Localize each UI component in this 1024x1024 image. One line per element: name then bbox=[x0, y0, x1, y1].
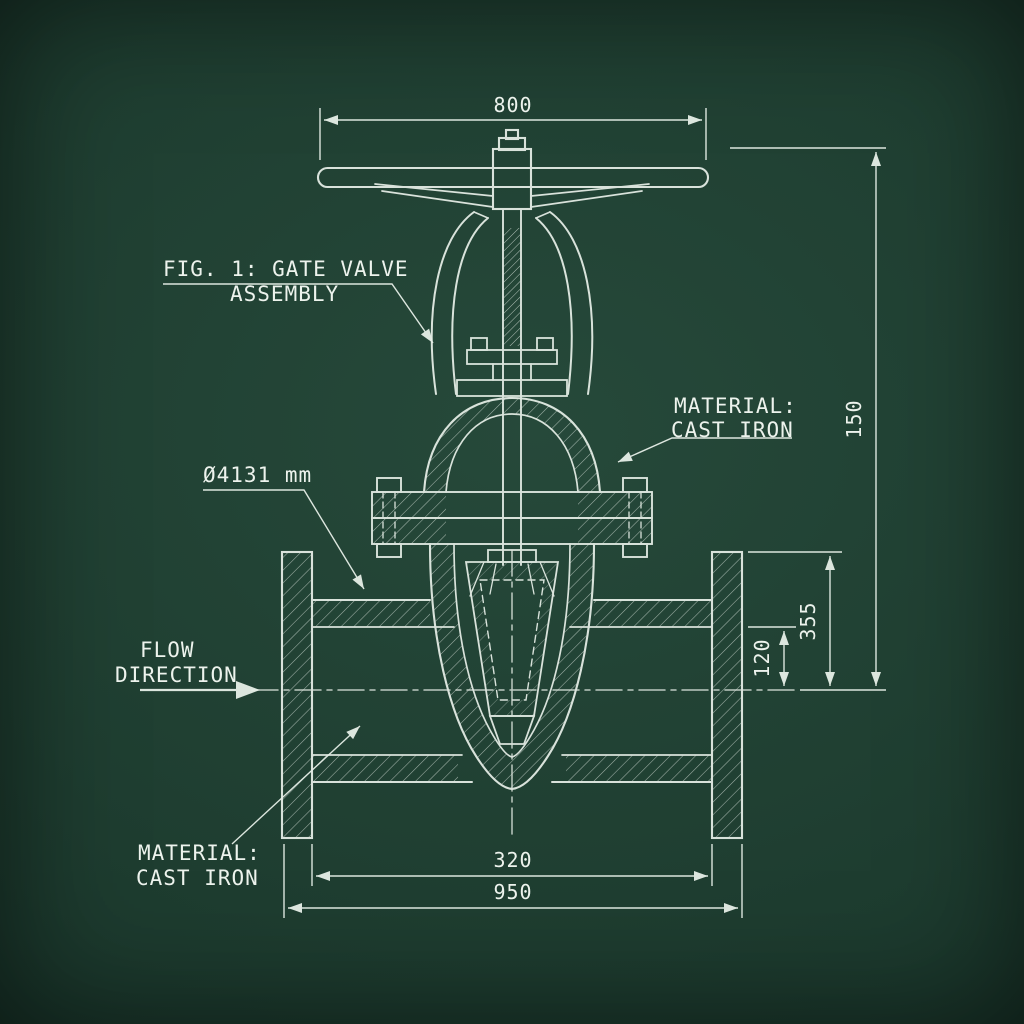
leader-material-top bbox=[617, 437, 792, 463]
dim-label-120: 120 bbox=[750, 638, 774, 677]
material-bottom-line1: MATERIAL: bbox=[138, 841, 261, 865]
dim-950 bbox=[283, 844, 743, 918]
material-top-line1: MATERIAL: bbox=[674, 394, 797, 418]
centerlines bbox=[251, 549, 796, 837]
leader-diameter bbox=[203, 489, 365, 590]
bonnet-flange-joint bbox=[371, 477, 653, 558]
dim-label-355: 355 bbox=[796, 601, 820, 640]
diameter-label: Ø4131 mm bbox=[203, 463, 312, 487]
dim-label-800: 800 bbox=[493, 93, 532, 117]
dim-800 bbox=[319, 108, 707, 160]
annotations: 800 150 355 120 320 950 FIG. 1: GATE VAL… bbox=[115, 93, 866, 904]
handwheel bbox=[316, 128, 710, 211]
yoke bbox=[430, 211, 594, 395]
bolt-right bbox=[622, 477, 648, 493]
flow-label-line2: DIRECTION bbox=[115, 663, 238, 687]
material-top-line2: CAST IRON bbox=[671, 418, 794, 442]
valve-body bbox=[428, 542, 596, 791]
pipe-run bbox=[311, 599, 713, 783]
valve-stem bbox=[502, 208, 522, 566]
figure-title-line2: ASSEMBLY bbox=[230, 282, 339, 306]
dim-label-320: 320 bbox=[493, 848, 532, 872]
dim-320 bbox=[311, 844, 713, 886]
bolt-left bbox=[376, 477, 402, 493]
dim-120 bbox=[748, 626, 796, 686]
gland-packing bbox=[456, 337, 568, 397]
figure-title-line1: FIG. 1: GATE VALVE bbox=[163, 257, 409, 281]
dim-150 bbox=[730, 147, 886, 691]
flow-label-line1: FLOW bbox=[140, 638, 195, 662]
material-bottom-line2: CAST IRON bbox=[136, 866, 259, 890]
dim-label-150: 150 bbox=[842, 399, 866, 438]
flow-arrow bbox=[140, 681, 260, 699]
bonnet bbox=[422, 396, 602, 494]
leader-figure-title bbox=[163, 283, 434, 344]
end-flanges bbox=[280, 550, 744, 840]
dim-label-950: 950 bbox=[493, 880, 532, 904]
flange-left bbox=[280, 550, 314, 840]
leader-material-bottom bbox=[231, 725, 361, 845]
flange-right bbox=[710, 550, 744, 840]
dim-355 bbox=[748, 551, 842, 686]
